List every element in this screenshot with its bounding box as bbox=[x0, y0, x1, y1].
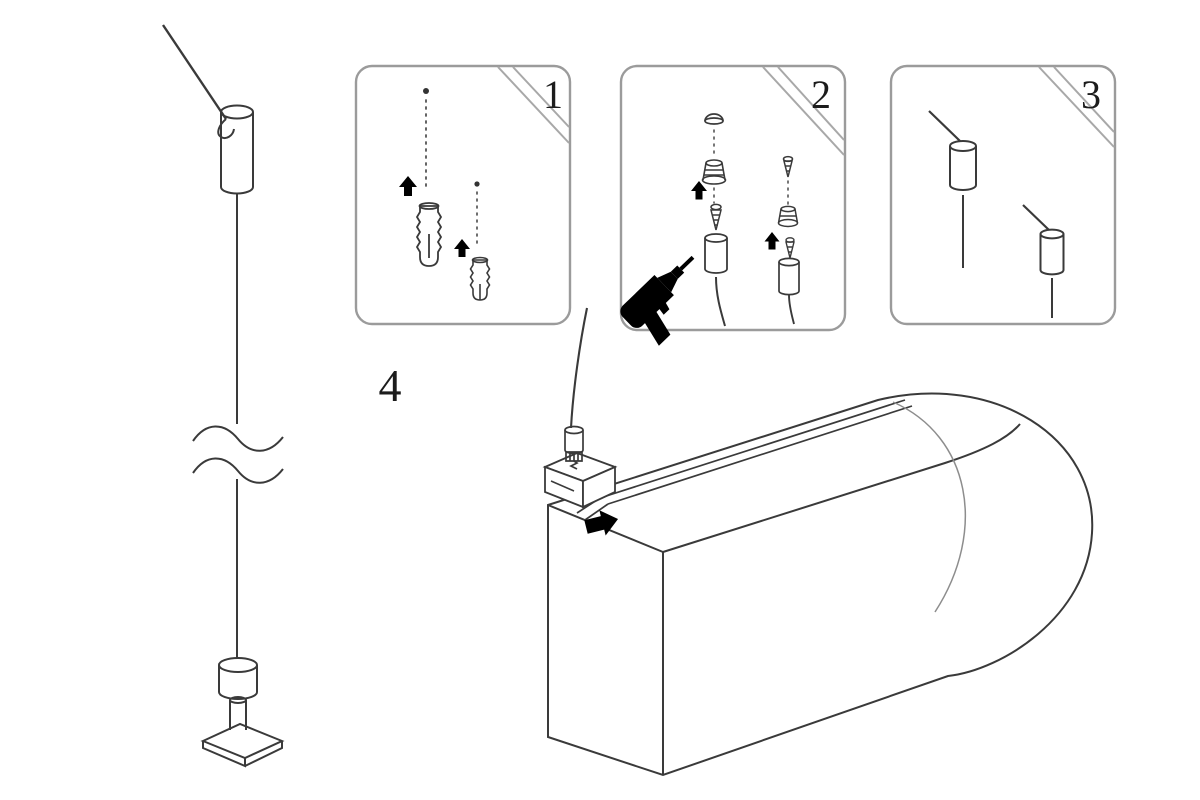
panel-attachment-figure bbox=[542, 307, 1094, 777]
screw-icon bbox=[710, 203, 722, 231]
drill-mark-dot-2 bbox=[474, 181, 480, 187]
step-1-panel: 1 bbox=[354, 64, 572, 326]
loose-wire bbox=[162, 24, 227, 120]
step-3-frame bbox=[889, 64, 1117, 326]
step-2-panel: 2 bbox=[619, 64, 847, 346]
hanging-cable bbox=[715, 276, 726, 327]
gripper-cylinder-2 bbox=[778, 257, 800, 296]
gripper-cylinder bbox=[704, 233, 728, 274]
step-4-label: 4 bbox=[379, 360, 402, 411]
mini-gripper bbox=[564, 425, 584, 470]
wall-anchor-small bbox=[469, 256, 491, 301]
up-arrow-icon bbox=[399, 176, 417, 196]
step-3-panel: 3 bbox=[889, 64, 1117, 326]
wire-into-gripper-left bbox=[928, 110, 977, 268]
up-arrow-icon-3 bbox=[691, 181, 707, 200]
wire-into-gripper-right bbox=[1022, 204, 1065, 318]
up-arrow-icon-4 bbox=[764, 232, 780, 250]
cable-break-marks bbox=[192, 425, 284, 484]
hanging-track bbox=[599, 399, 913, 505]
gripper-bracket bbox=[542, 307, 618, 509]
assembled-kit-figure bbox=[162, 24, 285, 768]
step-2-frame bbox=[619, 64, 847, 332]
bracket-slot bbox=[550, 480, 575, 492]
rounded-end-contour bbox=[892, 401, 966, 613]
suspension-wire bbox=[569, 307, 589, 429]
hanging-cable-2 bbox=[788, 294, 795, 325]
ceiling-mount-nut bbox=[701, 159, 727, 185]
step-1-frame bbox=[354, 64, 572, 326]
base-plate bbox=[200, 722, 285, 768]
ceiling-mount-nut-2 bbox=[777, 205, 799, 228]
ceiling-corner-lines-3 bbox=[1038, 66, 1115, 148]
ceiling-cap bbox=[704, 113, 724, 125]
screw-icon-2 bbox=[782, 155, 794, 178]
step-3-label: 3 bbox=[1081, 72, 1101, 117]
ceiling-corner-lines bbox=[497, 66, 570, 144]
insert-arrow-icon bbox=[584, 510, 619, 536]
step-1-label: 1 bbox=[543, 72, 563, 117]
ceiling-corner-lines-2 bbox=[762, 66, 845, 156]
drill-icon bbox=[620, 255, 695, 346]
wall-anchor-large bbox=[415, 202, 443, 267]
up-arrow-icon-2 bbox=[454, 239, 470, 257]
drill-mark-dot bbox=[423, 88, 429, 94]
display-panel bbox=[547, 392, 1094, 777]
screw-icon-3 bbox=[785, 237, 795, 259]
step-2-label: 2 bbox=[811, 72, 831, 117]
bottom-gripper bbox=[218, 657, 258, 730]
